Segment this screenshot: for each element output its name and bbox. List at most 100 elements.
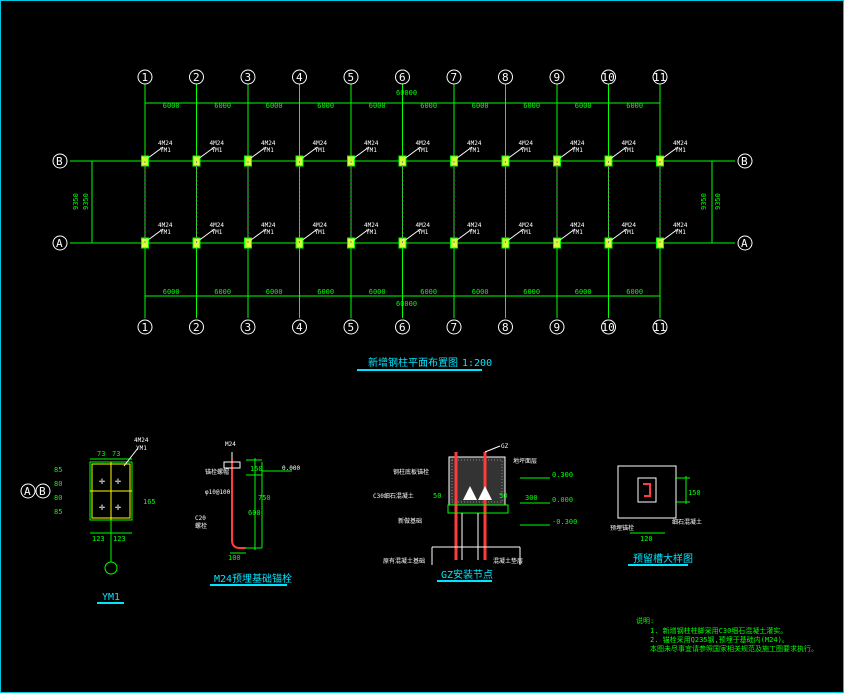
groove-title: 预留槽大样图 (633, 552, 693, 565)
detail-gz: GZ 300 50 50 0.300 0.000 -0.300 钢柱底板锚栓 C… (373, 443, 577, 582)
ym1-label: YM1 (102, 592, 120, 603)
axis-bubble-bottom (343, 319, 359, 335)
column-sub: YM1 (160, 147, 171, 154)
column-tag: 4M24 (570, 222, 585, 229)
column-leader (456, 146, 473, 159)
axis-bubble-bottom (549, 319, 565, 335)
gz-dim-1: 300 (525, 494, 538, 502)
axis-label-top: 3 (245, 71, 252, 84)
span-dim-top: 6000 (266, 102, 283, 110)
axis-bubble-row (737, 235, 753, 251)
span-dim-top: 6000 (317, 102, 334, 110)
axis-bubble-bottom (601, 319, 616, 335)
ym1-dim-top-2: 73 (112, 450, 120, 458)
ym1-dim-right: 165 (143, 498, 156, 506)
axis-bubble-top (240, 69, 256, 85)
column-sub: YM1 (212, 229, 223, 236)
column-tag: 4M24 (210, 222, 225, 229)
axis-bubble-bottom (395, 319, 410, 335)
axis-bubble-top (292, 69, 307, 85)
axis-bubble-bottom (446, 319, 462, 335)
axis-label-top: 6 (399, 71, 406, 84)
column-tag: 4M24 (673, 140, 688, 147)
column-tag: 4M24 (210, 140, 225, 147)
column-tag: 4M24 (364, 140, 379, 147)
ym1-bolt-sub: YM1 (136, 445, 147, 452)
span-dim-top: 6000 (472, 102, 489, 110)
column-sub: YM1 (521, 229, 532, 236)
axis-label-top: 5 (348, 71, 355, 84)
anchor-note-3: C20 (195, 515, 206, 522)
bolt-mark: ✛ (115, 476, 121, 487)
gz-elev-1: 0.300 (552, 471, 573, 479)
bolt-mark: ✛ (99, 502, 105, 513)
span-dim-bottom: 6000 (523, 288, 540, 296)
ym1-dim-top-1: 73 (97, 450, 105, 458)
axis-label-bottom: 6 (399, 321, 406, 334)
axis-label-bottom: 11 (653, 321, 666, 334)
axis-label-row: B (56, 155, 63, 168)
axis-bubble-top (395, 69, 410, 85)
ym1-dim-left-4: 85 (54, 508, 62, 516)
axis-bubble-top (137, 69, 153, 85)
anchor-dim-2: 750 (258, 494, 271, 502)
span-dim-bottom: 6000 (472, 288, 489, 296)
column-tag: 4M24 (622, 140, 637, 147)
ym1-dim-left-2: 80 (54, 480, 62, 488)
column-sub: YM1 (624, 147, 635, 154)
notes-line: 本图未尽事宜请参照国家相关规范及施工图要求执行。 (650, 644, 818, 653)
column-leader (353, 228, 370, 241)
column-leader (508, 146, 524, 159)
gz-elev-2: 0.000 (552, 496, 573, 504)
span-dim-top: 6000 (626, 102, 643, 110)
column-sub: YM1 (572, 229, 583, 236)
column-tag: 4M24 (313, 222, 328, 229)
column-tag: 4M24 (364, 222, 379, 229)
column-sub: YM1 (212, 147, 223, 154)
column-tag: 4M24 (416, 140, 431, 147)
column-leader (147, 146, 164, 159)
column-sub: YM1 (160, 229, 171, 236)
column-leader (302, 146, 318, 159)
axis-label-bottom: 10 (602, 321, 615, 334)
notes-heading: 说明: (636, 616, 654, 625)
axis-label-bottom: 7 (451, 321, 458, 334)
gz-dim-2: 50 (499, 492, 507, 500)
column-tag: 4M24 (261, 140, 276, 147)
column-sub: YM1 (418, 147, 429, 154)
depth-dim: 9350 (72, 193, 80, 210)
depth-dim: 9350 (700, 193, 708, 210)
column-sub: YM1 (315, 229, 326, 236)
axis-label-bottom: 8 (502, 321, 509, 334)
groove-dim-1: 150 (688, 489, 701, 497)
axis-label-top: 9 (554, 71, 561, 84)
gz-note-1: 钢柱底板锚栓 (393, 468, 429, 476)
column-leader (508, 228, 524, 241)
column-tag: 4M24 (519, 222, 534, 229)
axis-bubble-bottom (189, 319, 204, 335)
axis-bubble-top (601, 69, 616, 85)
anchor-dim-1: 150 (250, 465, 263, 473)
column-sub: YM1 (469, 229, 480, 236)
column-leader (353, 146, 370, 159)
span-dim-bottom: 6000 (369, 288, 386, 296)
axis-bubble-bottom (137, 319, 153, 335)
ym1-axis-b: B (39, 485, 46, 498)
axis-label-top: 8 (502, 71, 509, 84)
plan-title: 新增钢柱平面布置图 (368, 356, 458, 369)
span-dim-bottom: 6000 (163, 288, 180, 296)
column-sub: YM1 (675, 147, 686, 154)
span-dim-bottom: 6000 (626, 288, 643, 296)
column-leader (611, 228, 627, 241)
axis-label-bottom: 5 (348, 321, 355, 334)
gz-note-5: 地坪面层 (513, 457, 537, 465)
detail-groove: 150 120 预埋锚栓 细石混凝土 预留槽大样图 (610, 465, 702, 566)
axis-bubble-top (498, 69, 513, 85)
axis-bubble-bottom (240, 319, 256, 335)
axis-label-top: 1 (142, 71, 149, 84)
axis-bubble-row (737, 153, 753, 169)
column-sub: YM1 (263, 229, 274, 236)
column-sub: YM1 (263, 147, 274, 154)
column-sub: YM1 (469, 147, 480, 154)
